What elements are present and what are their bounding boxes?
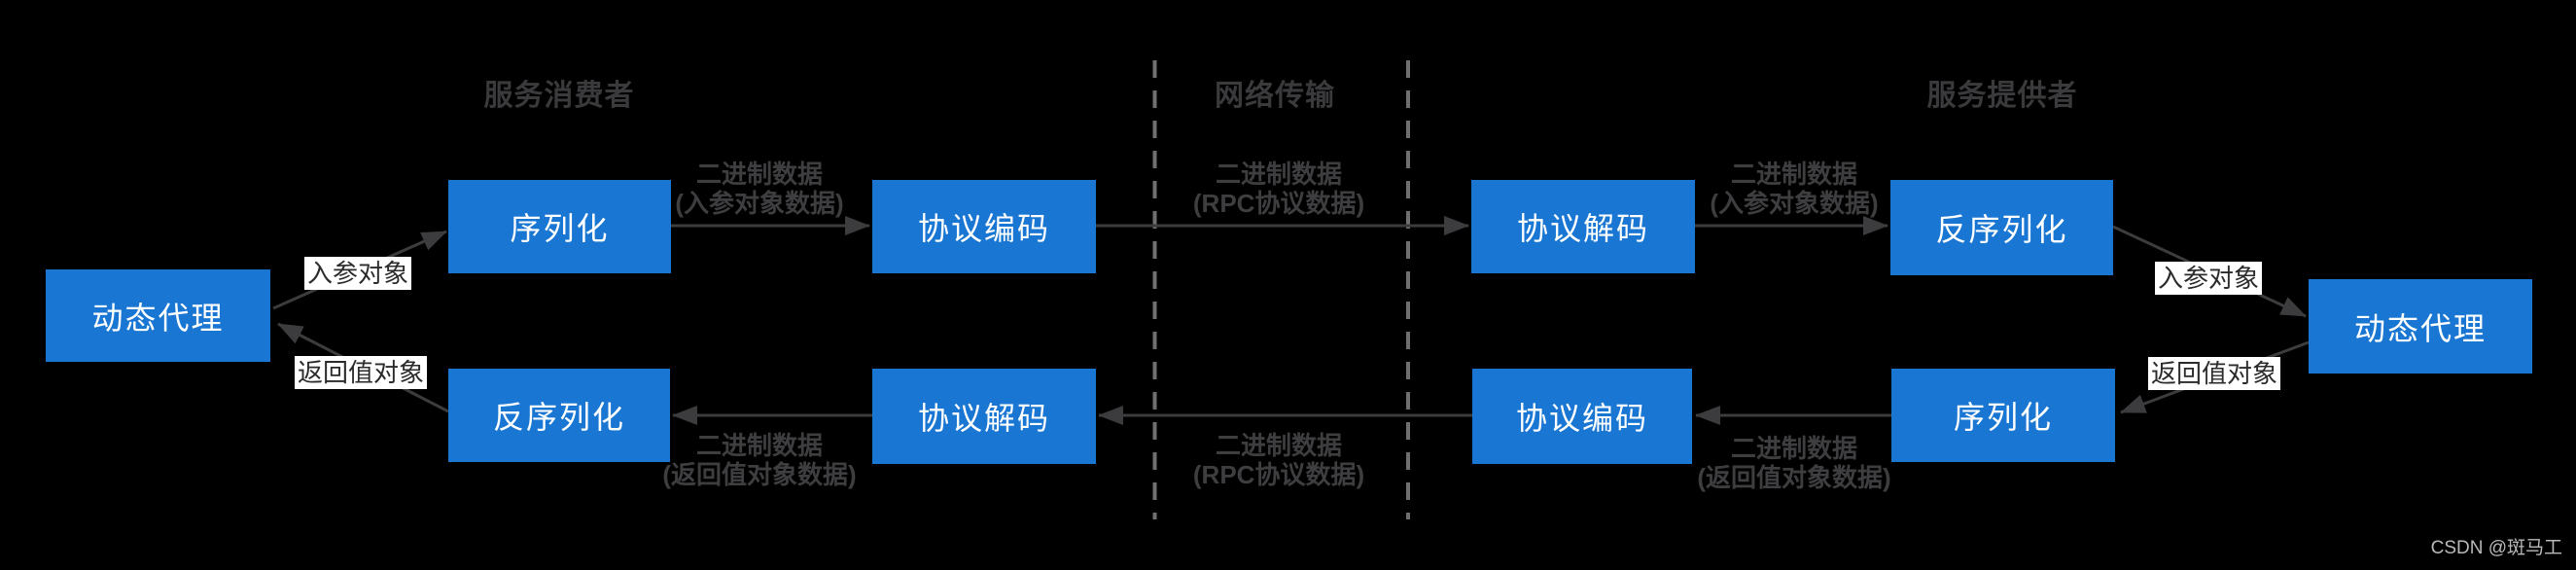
object-label-inparam-left: 入参对象	[304, 257, 412, 290]
node-dynamic-proxy-left: 动态代理	[46, 269, 270, 362]
flow-label-binary-rpc-top-middle: 二进制数据 (RPC协议数据)	[1193, 160, 1364, 218]
node-protocol-decode-bottom: 协议解码	[872, 369, 1096, 464]
csdn-watermark: CSDN @斑马工	[2430, 538, 2562, 558]
node-protocol-decode-top: 协议解码	[1471, 180, 1695, 273]
flow-label-line1: 二进制数据	[695, 431, 824, 460]
flow-label-line2: (入参对象数据)	[1710, 189, 1879, 218]
flow-label-line2: (RPC协议数据)	[1192, 460, 1365, 489]
flow-label-line2: (返回值对象数据)	[662, 460, 857, 489]
node-serialize-bottom: 序列化	[1891, 369, 2115, 462]
flow-label-binary-inparam-top-left: 二进制数据 (入参对象数据)	[675, 160, 843, 218]
flow-label-line1: 二进制数据	[1730, 434, 1858, 463]
object-label-retval-right: 返回值对象	[2148, 357, 2281, 390]
node-deserialize-top: 反序列化	[1890, 180, 2113, 275]
flow-label-line2: (入参对象数据)	[675, 189, 844, 218]
zone-title-network-transport: 网络传输	[1215, 80, 1335, 112]
flow-label-binary-retval-bottom-left: 二进制数据 (返回值对象数据)	[662, 431, 856, 489]
flow-label-binary-inparam-top-right: 二进制数据 (入参对象数据)	[1710, 160, 1878, 218]
zone-title-service-provider: 服务提供者	[1926, 80, 2078, 112]
flow-label-binary-rpc-bottom-middle: 二进制数据 (RPC协议数据)	[1193, 431, 1364, 489]
node-dynamic-proxy-right: 动态代理	[2309, 279, 2532, 374]
node-serialize-top: 序列化	[448, 180, 671, 273]
flow-label-line2: (返回值对象数据)	[1697, 463, 1891, 492]
flow-label-line1: 二进制数据	[1215, 431, 1342, 460]
flow-label-line1: 二进制数据	[1730, 160, 1858, 189]
flow-label-line1: 二进制数据	[1215, 160, 1342, 189]
zone-title-service-consumer: 服务消费者	[483, 80, 635, 112]
object-label-inparam-right: 入参对象	[2155, 262, 2263, 295]
flow-label-line1: 二进制数据	[695, 160, 824, 189]
node-deserialize-bottom: 反序列化	[448, 369, 670, 462]
object-label-retval-left: 返回值对象	[295, 356, 428, 389]
node-protocol-encode-top: 协议编码	[872, 180, 1096, 273]
flow-label-binary-retval-bottom-right: 二进制数据 (返回值对象数据)	[1697, 434, 1890, 492]
flow-label-line2: (RPC协议数据)	[1192, 189, 1365, 218]
node-protocol-encode-bottom: 协议编码	[1472, 369, 1692, 464]
